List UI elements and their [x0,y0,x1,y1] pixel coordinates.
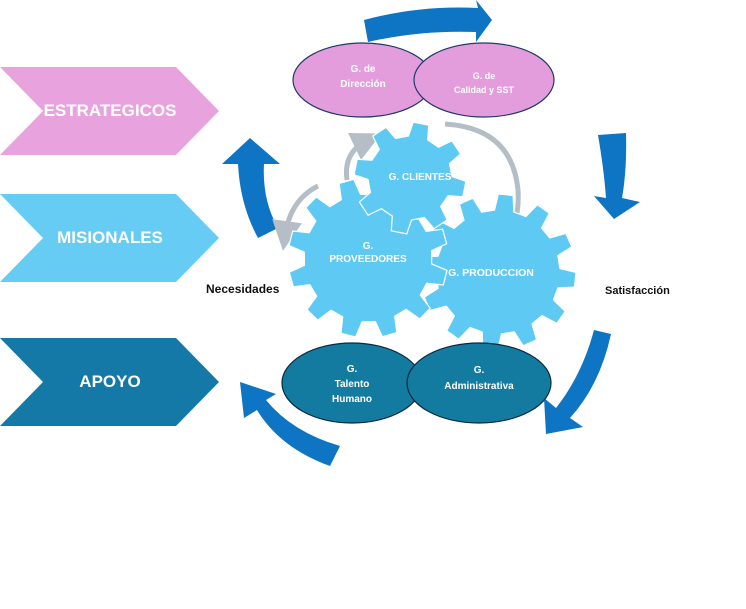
talento-line3: Humano [332,394,372,405]
direccion-line1: G. de [350,64,376,75]
arrow-bottom-left [240,382,340,466]
arrow-up-left [222,138,280,238]
label-direccion: G. de Dirección [313,64,413,90]
gray-arrow-proveedores-clientes [343,132,382,181]
label-talento: G. Talento Humano [302,362,402,407]
label-produccion: G. PRODUCCION [448,267,534,279]
label-clientes: G. CLIENTES [388,172,452,183]
chevron-estrategicos [0,67,219,155]
arrow-down-right-top [594,133,640,219]
calidad-line1: G. de [472,71,496,81]
label-necesidades: Necesidades [206,282,280,296]
proveedores-line1: G. [362,241,374,252]
arrow-down-right-bottom [544,330,611,434]
circle-calidad [413,42,555,118]
gear-clientes-shape [353,121,467,235]
label-estrategicos: ESTRATEGICOS [43,101,177,120]
label-misionales: MISIONALES [57,228,163,247]
label-satisfaccion: Satisfacción [605,285,670,297]
label-calidad: G. de Calidad y SST [434,71,534,95]
chevron-misionales [0,194,219,282]
label-administrativa: G. Administrativa [429,363,529,395]
gear-clientes [353,121,467,235]
direccion-line2: Dirección [340,79,386,90]
admin-line2: Administrativa [444,381,514,392]
label-proveedores: G. PROVEEDORES [318,240,418,266]
talento-line1: G. [346,364,358,375]
label-apoyo: APOYO [79,372,141,391]
talento-line2: Talento [334,379,370,390]
proveedores-line2: PROVEEDORES [329,254,407,265]
chevron-apoyo [0,338,219,426]
arrow-top-curved [364,0,492,42]
gray-arrow-to-proveedores [272,183,320,251]
calidad-line2: Calidad y SST [453,85,515,95]
circle-administrativa [406,342,552,424]
admin-line1: G. [473,365,485,376]
